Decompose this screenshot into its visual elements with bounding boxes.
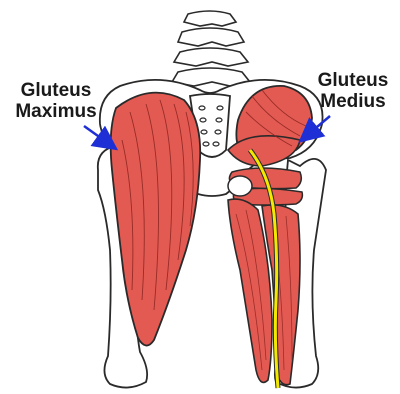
gluteus-medius-label-line2: Medius <box>310 91 396 112</box>
gluteus-maximus-label-line2: Maximus <box>6 101 106 122</box>
gluteus-medius-label: Gluteus Medius <box>310 70 396 112</box>
vertebra-1 <box>184 11 236 26</box>
vertebra-3 <box>174 48 248 66</box>
gluteus-medius-label-line1: Gluteus <box>310 70 396 91</box>
hamstring-muscles <box>228 199 300 385</box>
gluteus-maximus-label: Gluteus Maximus <box>6 80 106 122</box>
vertebra-2 <box>178 28 244 46</box>
spine <box>172 11 250 86</box>
gluteus-maximus-label-line1: Gluteus <box>6 80 106 101</box>
